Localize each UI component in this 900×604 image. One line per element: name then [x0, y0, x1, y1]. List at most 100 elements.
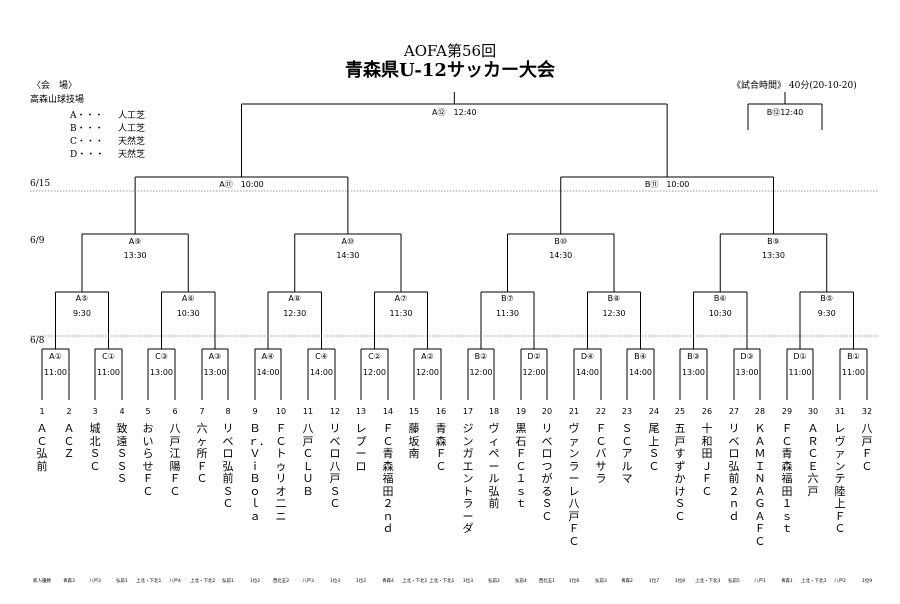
match-time-r1: 11:00 — [841, 368, 866, 377]
match-label-r2: A⑤ — [75, 294, 89, 303]
match-label-qf: A⑩ — [341, 237, 355, 246]
team-qualification: 弘前4 — [515, 579, 527, 584]
team-number: 4 — [119, 407, 125, 416]
match-time-r1: 12:00 — [469, 368, 493, 377]
team-qualification: 青森2 — [621, 579, 633, 584]
team-qualification: 八戸1 — [754, 579, 766, 584]
team-number: 8 — [225, 407, 231, 416]
match-time-r2: 11:30 — [389, 309, 413, 318]
team-number: 14 — [382, 407, 394, 416]
team-name: ヴィペール弘前 — [488, 422, 500, 510]
team-qualification: 1位3 — [462, 579, 474, 584]
team-qualification: 弘前1 — [116, 579, 128, 584]
venue-field-surface: 天然芝 — [118, 150, 146, 160]
team-qualification: 上北・下北1 — [136, 579, 162, 584]
team-name: ＦＣ青森福田２ｎｄ — [382, 422, 394, 535]
team-number: 24 — [648, 407, 660, 416]
team-qualification: 新人優勝 — [33, 579, 51, 584]
team-qualification: 青森3 — [63, 579, 75, 584]
team-number: 12 — [329, 407, 341, 416]
team-qualification: 八戸3 — [302, 579, 314, 584]
match-time-r2: 12:30 — [602, 309, 626, 318]
team-name: 八戸江陽ＦＣ — [169, 422, 181, 498]
team-number: 2 — [66, 407, 72, 416]
match-label-r1: A③ — [208, 352, 222, 361]
match-time-r2: 12:30 — [283, 309, 307, 318]
match-label-r1: D③ — [740, 352, 754, 361]
venue-field-code: A・・・ — [70, 111, 104, 121]
team-name: ジンガエントラーダ — [462, 422, 474, 535]
team-number: 5 — [145, 407, 151, 416]
team-name: ＦＣバサラ — [595, 422, 607, 485]
venue-field-code: D・・・ — [70, 150, 105, 160]
match-label-r1: C④ — [315, 352, 328, 361]
match-label-r1: B② — [474, 352, 488, 361]
match-time-r2: 9:30 — [817, 309, 836, 318]
match-label-sf: B⑪ 10:00 — [644, 180, 690, 189]
match-time-r1: 14:00 — [256, 368, 280, 377]
team-name: 五戸すずかけＳＣ — [674, 422, 686, 523]
team-qualification: 1位3 — [329, 579, 341, 584]
match-time-r1: 14:00 — [309, 368, 334, 377]
team-qualification: 西北五2 — [272, 579, 290, 584]
venue-field-surface: 天然芝 — [118, 137, 146, 147]
venue-field-surface: 人工芝 — [118, 124, 146, 134]
team-name: ＳＣアルマ — [621, 422, 633, 485]
team-qualification: 1位8 — [674, 579, 686, 584]
match-time-qf: 14:30 — [336, 251, 360, 260]
team-number: 19 — [515, 407, 527, 416]
team-number: 3 — [92, 407, 98, 416]
match-label-r1: D① — [793, 352, 807, 361]
match-time-r1: 13:00 — [149, 368, 174, 377]
team-number: 11 — [302, 407, 314, 416]
team-name: ＡＣＺ — [63, 422, 75, 460]
team-name: リベロ弘前２ｎｄ — [728, 422, 740, 523]
match-label-r1: A④ — [261, 352, 275, 361]
match-time-r2: 10:30 — [708, 309, 732, 318]
team-qualification: 上北・下北2 — [190, 579, 216, 584]
team-number: 31 — [834, 407, 846, 416]
team-number: 1 — [39, 407, 45, 416]
team-name: リベロ弘前ＳＣ — [222, 422, 234, 510]
team-number: 23 — [621, 407, 633, 416]
team-number: 26 — [701, 407, 713, 416]
match-time-r1: 12:00 — [522, 368, 546, 377]
team-qualification: 1位7 — [648, 579, 660, 584]
match-label-r1: A② — [421, 352, 434, 361]
match-label-r1: D② — [527, 352, 541, 361]
team-number: 29 — [781, 407, 793, 416]
team-qualification: 西北五1 — [538, 579, 556, 584]
match-label-sf: A⑪ 10:00 — [219, 180, 264, 189]
match-time-r1: 14:00 — [575, 368, 600, 377]
team-name: ＡＲＣＥ六戸 — [807, 422, 819, 498]
match-label-qf: A⑨ — [128, 237, 142, 246]
venue-heading: 〈会 場〉 — [32, 81, 78, 91]
team-qualification: 1位8 — [568, 579, 580, 584]
venue-name: 高森山球技場 — [30, 95, 85, 105]
team-name: ＦＣ青森福田１ｓｔ — [781, 422, 793, 535]
team-number: 18 — [488, 407, 500, 416]
team-name: 八戸ＣＬＵＢ — [302, 422, 314, 498]
match-label-r2: B⑦ — [501, 294, 514, 303]
team-name: ＫＡＭＩＮＡＧＡ ＦＣ — [754, 422, 777, 548]
match-label-qf: B⑨ — [767, 237, 780, 246]
team-number: 32 — [861, 407, 873, 416]
team-name: 藤坂南 — [408, 422, 420, 460]
match-label-r2: B⑧ — [607, 294, 621, 303]
team-qualification: 1位2 — [355, 579, 367, 584]
match-time-r2: 11:30 — [495, 309, 520, 318]
team-number: 25 — [674, 407, 686, 416]
match-label-r1: B① — [847, 352, 860, 361]
match-label-r2: B⑤ — [820, 294, 834, 303]
team-qualification: 上北・下北1 — [429, 579, 455, 584]
match-label-r1: C① — [102, 352, 115, 361]
match-label-third: B⑫12:40 — [766, 108, 804, 117]
team-number: 7 — [199, 407, 205, 416]
tournament-title: 青森県U-12サッカー大会 — [345, 60, 555, 81]
team-number: 10 — [275, 407, 287, 416]
team-qualification: 青森4 — [382, 579, 394, 584]
team-qualification: 弘前5 — [728, 579, 740, 584]
team-name: 十和田ＪＦＣ — [701, 422, 713, 498]
match-label-r1: A① — [49, 352, 62, 361]
venue-field-surface: 人工芝 — [118, 111, 146, 121]
